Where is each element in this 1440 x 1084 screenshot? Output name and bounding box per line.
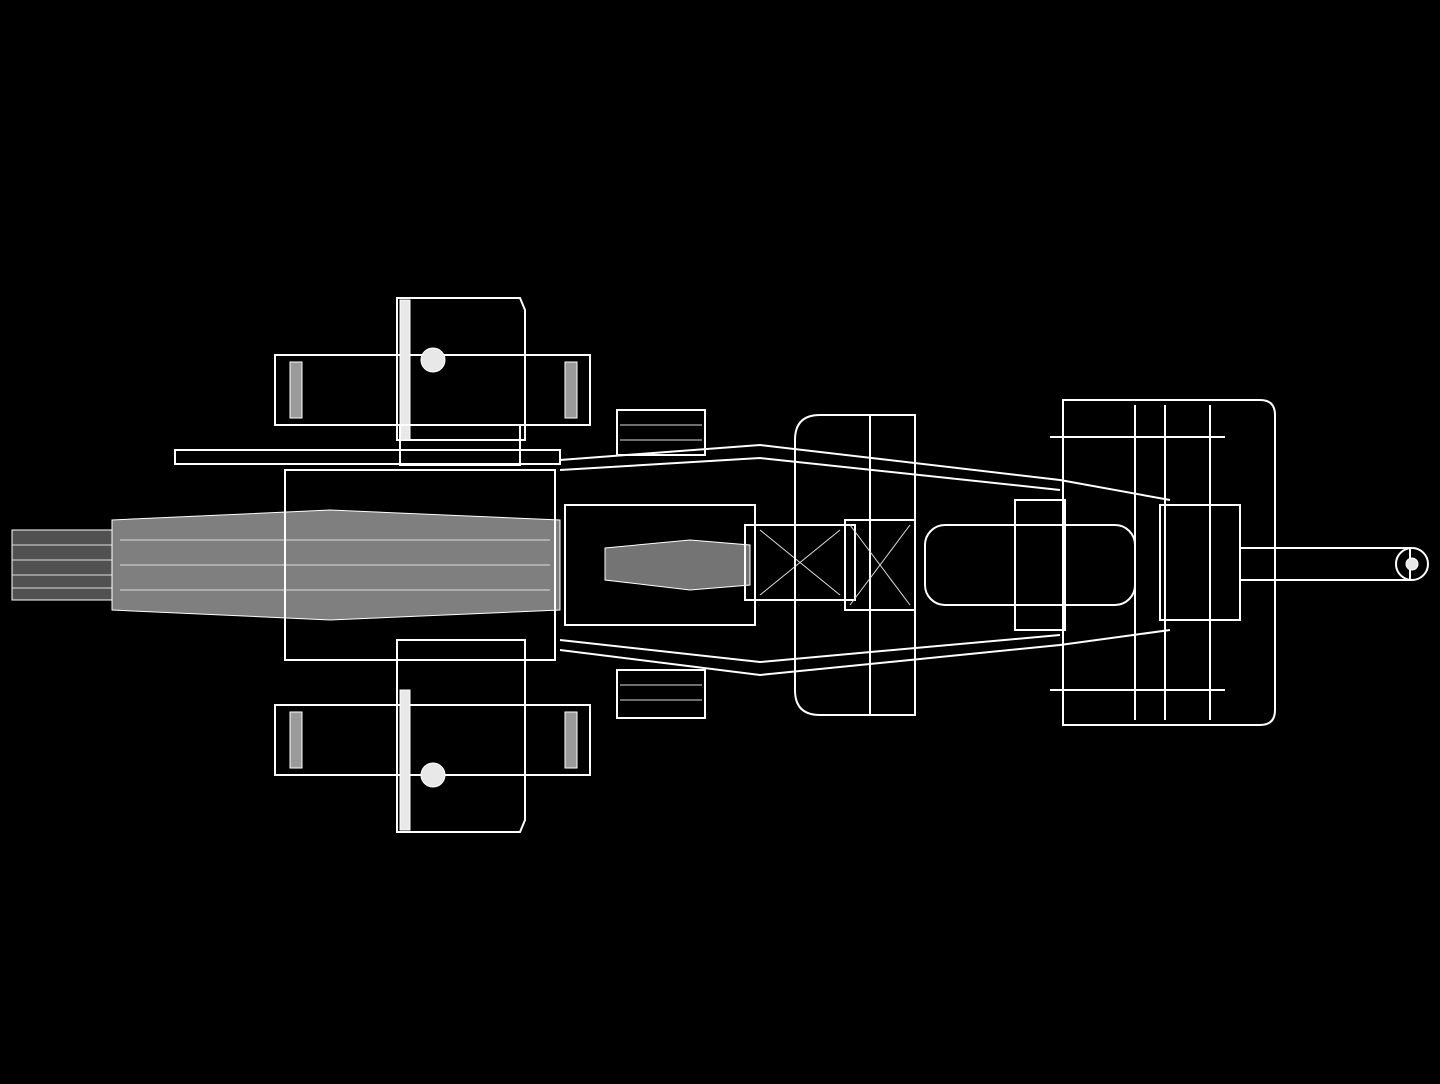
wheel-left <box>274 297 591 466</box>
wheel-right <box>274 639 591 833</box>
stabilizer-pads <box>616 409 706 719</box>
barrel-cradle <box>111 449 561 661</box>
rear-spade <box>1050 399 1276 726</box>
muzzle-brake <box>11 529 113 601</box>
trail-frame <box>559 443 1171 677</box>
tow-bar <box>1239 547 1429 581</box>
